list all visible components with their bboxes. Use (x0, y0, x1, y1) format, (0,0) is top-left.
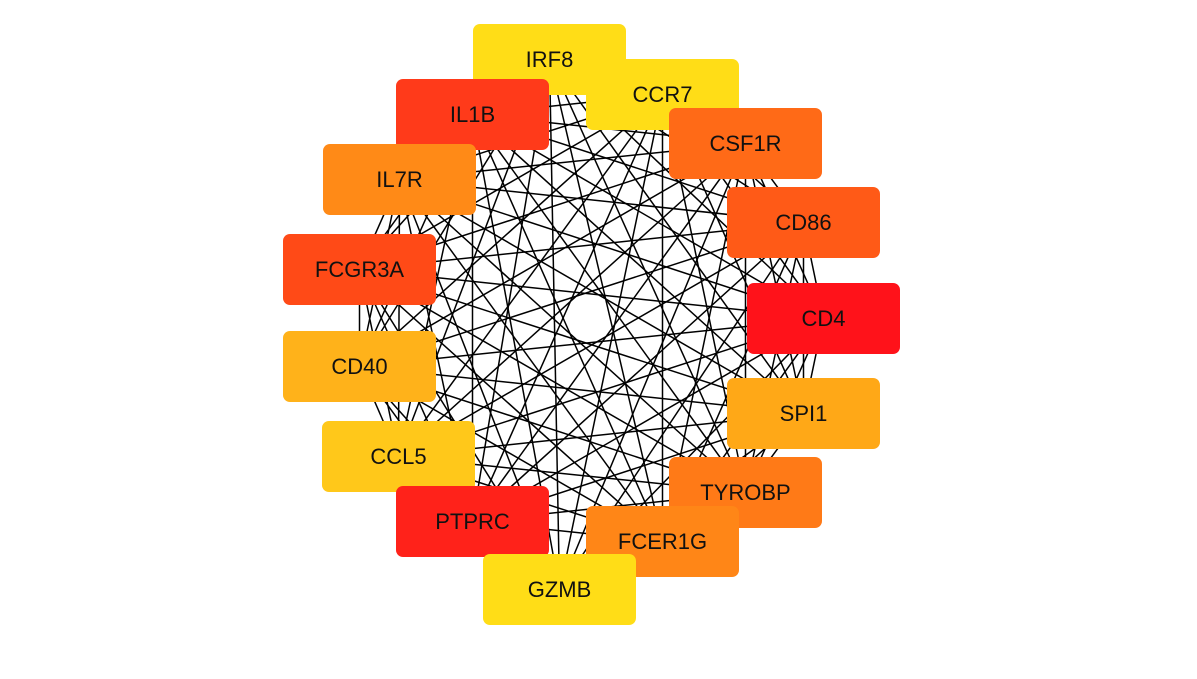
edge-ccr7-gzmb (558, 94, 664, 590)
edge-il7r-tyrobp (398, 178, 747, 494)
edge-ccr7-ccl5 (397, 94, 664, 457)
node-label: IRF8 (525, 46, 574, 72)
node-label: IL1B (449, 101, 496, 127)
edge-cd86-ptprc (471, 221, 805, 523)
edge-il1b-tyrobp (471, 114, 747, 493)
node-ccl5[interactable]: CCL5 (322, 421, 475, 492)
edge-csf1r-ccl5 (397, 142, 747, 458)
node-tyrobp[interactable]: TYROBP (669, 457, 822, 528)
edge-il1b-spi1 (471, 113, 805, 415)
node-cd40[interactable]: CD40 (283, 331, 436, 402)
edge-cd4-cd40 (359, 317, 824, 368)
node-label: PTPRC (435, 508, 510, 534)
edge-irf8-gzmb (548, 59, 561, 590)
node-label: GZMB (527, 576, 592, 602)
node-label: FCER1G (617, 528, 708, 554)
node-label: CD86 (775, 209, 832, 235)
edge-ccr7-cd40 (358, 93, 664, 368)
edge-il7r-ccl5 (397, 179, 401, 457)
node-csf1r[interactable]: CSF1R (669, 108, 822, 179)
node-cd86[interactable]: CD86 (727, 187, 880, 258)
edge-irf8-tyrobp (548, 59, 747, 493)
node-cd4[interactable]: CD4 (747, 283, 900, 354)
edge-fcgr3a-fcer1g (358, 268, 664, 543)
edge-csf1r-cd40 (359, 142, 746, 368)
node-ptprc[interactable]: PTPRC (396, 486, 549, 557)
node-label: SPI1 (779, 400, 828, 426)
node-label: IL7R (376, 166, 423, 192)
node-label: TYROBP (700, 479, 791, 505)
node-gzmb[interactable]: GZMB (483, 554, 636, 625)
node-fcgr3a[interactable]: FCGR3A (283, 234, 436, 305)
node-il1b[interactable]: IL1B (396, 79, 549, 150)
node-label: CD4 (801, 305, 846, 331)
node-label: CCL5 (370, 443, 427, 469)
node-spi1[interactable]: SPI1 (727, 378, 880, 449)
edge-ccr7-ptprc (471, 94, 664, 522)
node-label: CCR7 (632, 81, 693, 107)
node-label: CD40 (331, 353, 388, 379)
edge-fcgr3a-cd4 (359, 268, 824, 320)
edge-fcgr3a-tyrobp (359, 268, 746, 494)
edge-cd86-ccl5 (398, 221, 804, 458)
node-label: FCGR3A (314, 256, 405, 282)
node-label: CSF1R (709, 130, 782, 156)
edge-il7r-fcer1g (398, 179, 664, 542)
node-il7r[interactable]: IL7R (323, 144, 476, 215)
